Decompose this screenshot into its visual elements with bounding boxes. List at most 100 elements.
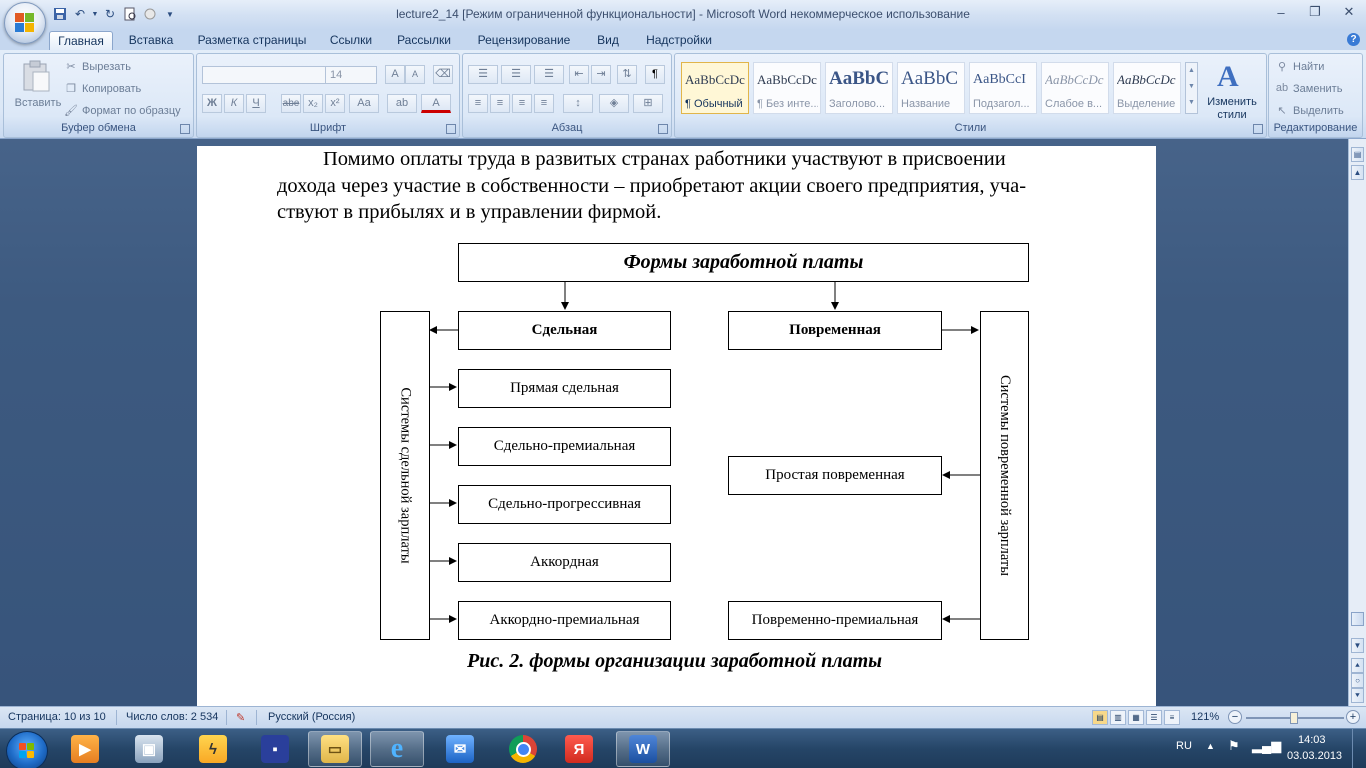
tab-view[interactable]: Вид <box>597 33 619 47</box>
paste-button[interactable]: Вставить <box>12 58 61 116</box>
undo-dropdown-icon[interactable]: ▼ <box>91 10 99 18</box>
minimize-icon[interactable]: – <box>1277 4 1285 20</box>
help-icon[interactable]: ? <box>1347 33 1360 46</box>
font-size-combo[interactable]: 14 <box>325 66 377 84</box>
multilevel-list-icon[interactable]: ☰ <box>534 65 564 84</box>
clipboard-launcher-icon[interactable] <box>180 124 190 134</box>
redo-icon[interactable]: ↻ <box>104 7 116 21</box>
print-layout-view-icon[interactable]: ▤ <box>1092 710 1108 725</box>
page-indicator[interactable]: Страница: 10 из 10 <box>8 711 106 723</box>
align-left-icon[interactable]: ≡ <box>468 94 488 113</box>
taskbar-mail[interactable]: ✉ <box>433 731 487 767</box>
action-center-icon[interactable]: ⚑ <box>1228 738 1240 753</box>
tab-page-layout[interactable]: Разметка страницы <box>197 33 307 47</box>
highlight-icon[interactable]: ab <box>387 94 417 113</box>
change-styles-button[interactable]: A Изменить стили <box>1203 58 1261 121</box>
scroll-down-arrow-icon[interactable]: ▼ <box>1351 638 1364 653</box>
document-page[interactable]: Помимо оплаты труда в развитых странах р… <box>197 146 1156 706</box>
change-case-button[interactable]: Aa <box>349 94 379 113</box>
more-styles-icon[interactable]: ▼ <box>1188 99 1195 106</box>
styles-scroll[interactable]: ▲ ▼ ▼ <box>1185 62 1198 114</box>
justify-icon[interactable]: ≡ <box>534 94 554 113</box>
vertical-scrollbar[interactable]: ▤ ▲ ▼ ⯅ ○ ⯆ <box>1348 139 1366 706</box>
tab-review[interactable]: Рецензирование <box>477 33 571 47</box>
taskbar-word[interactable]: W <box>616 731 670 767</box>
network-icon[interactable]: ▂▄▆ <box>1252 738 1282 753</box>
show-desktop-button[interactable] <box>1352 729 1366 768</box>
scroll-thumb[interactable] <box>1351 612 1364 626</box>
scroll-up-arrow-icon[interactable]: ▲ <box>1351 165 1364 180</box>
style-subtle-emphasis[interactable]: AaBbCcDc Слабое в... <box>1041 62 1109 114</box>
shrink-font-button[interactable]: A <box>405 65 425 84</box>
body-paragraph[interactable]: Помимо оплаты труда в развитых странах р… <box>277 146 1099 226</box>
style-subtitle[interactable]: AaBbCcI Подзагол... <box>969 62 1037 114</box>
print-preview-icon[interactable] <box>122 6 138 22</box>
start-button[interactable] <box>6 731 48 768</box>
ruler-toggle-icon[interactable]: ▤ <box>1351 147 1364 162</box>
scroll-up-icon[interactable]: ▲ <box>1188 67 1195 74</box>
clock-time[interactable]: 14:03 <box>1298 734 1326 746</box>
clear-format-icon[interactable]: ⌫ <box>433 65 453 84</box>
style-title[interactable]: AaBbC Название <box>897 62 965 114</box>
taskbar-tool[interactable]: ϟ <box>186 731 240 767</box>
taskbar-image-viewer[interactable]: ▣ <box>122 731 176 767</box>
tab-mailings[interactable]: Рассылки <box>397 33 451 47</box>
show-hidden-icons-icon[interactable]: ▲ <box>1206 741 1215 751</box>
style-normal[interactable]: AaBbCcDc ¶ Обычный <box>681 62 749 114</box>
zoom-slider-thumb[interactable] <box>1290 712 1298 724</box>
shading-icon[interactable]: ◈ <box>599 94 629 113</box>
increase-indent-icon[interactable]: ⇥ <box>591 65 611 84</box>
decrease-indent-icon[interactable]: ⇤ <box>569 65 589 84</box>
font-name-combo[interactable] <box>202 66 326 84</box>
numbering-icon[interactable]: ☰ <box>501 65 531 84</box>
show-marks-icon[interactable]: ¶ <box>645 65 665 84</box>
maximize-icon[interactable]: ❐ <box>1309 4 1321 19</box>
bold-button[interactable]: Ж <box>202 94 222 113</box>
proofing-icon[interactable]: ✎ <box>236 712 246 724</box>
find-button[interactable]: ⚲ Найти <box>1275 60 1324 74</box>
taskbar-yandex[interactable]: Я <box>552 731 606 767</box>
borders-icon[interactable]: ⊞ <box>633 94 663 113</box>
strikethrough-button[interactable]: abe <box>281 94 301 113</box>
next-page-icon[interactable]: ⯆ <box>1351 688 1364 703</box>
grow-font-button[interactable]: A <box>385 65 405 84</box>
web-layout-icon[interactable]: ▦ <box>1128 710 1144 725</box>
cut-button[interactable]: ✂ Вырезать <box>64 60 131 74</box>
previous-page-icon[interactable]: ⯅ <box>1351 658 1364 673</box>
customize-qat-icon[interactable]: ▼ <box>166 9 174 19</box>
taskbar-floppy[interactable]: ▪ <box>248 731 302 767</box>
draft-view-icon[interactable]: ≡ <box>1164 710 1180 725</box>
outline-view-icon[interactable]: ☰ <box>1146 710 1162 725</box>
style-emphasis[interactable]: AaBbCcDc Выделение <box>1113 62 1181 114</box>
language-tray[interactable]: RU <box>1176 740 1192 752</box>
italic-button[interactable]: К <box>224 94 244 113</box>
styles-launcher-icon[interactable] <box>1253 124 1263 134</box>
format-painter-button[interactable]: 🖌 Формат по образцу <box>64 104 181 118</box>
taskbar-media-player[interactable]: ▶ <box>58 731 112 767</box>
zoom-level[interactable]: 121% <box>1191 711 1220 723</box>
bullets-icon[interactable]: ☰ <box>468 65 498 84</box>
sort-icon[interactable]: ⇅ <box>617 65 637 84</box>
spelling-icon[interactable] <box>142 6 158 22</box>
style-no-spacing[interactable]: AaBbCcDc ¶ Без инте... <box>753 62 821 114</box>
subscript-button[interactable]: x₂ <box>303 94 323 113</box>
tab-insert[interactable]: Вставка <box>128 33 174 47</box>
word-count[interactable]: Число слов: 2 534 <box>126 711 219 723</box>
save-icon[interactable] <box>52 6 68 22</box>
tab-addins[interactable]: Надстройки <box>646 33 712 47</box>
taskbar-chrome[interactable] <box>496 731 550 767</box>
language-indicator[interactable]: Русский (Россия) <box>268 711 356 723</box>
clock-date[interactable]: 03.03.2013 <box>1287 750 1343 762</box>
copy-button[interactable]: ❐ Копировать <box>64 82 141 96</box>
style-heading1[interactable]: AaBbC Заголово... <box>825 62 893 114</box>
scroll-down-icon[interactable]: ▼ <box>1188 83 1195 90</box>
superscript-button[interactable]: x² <box>325 94 345 113</box>
align-right-icon[interactable]: ≡ <box>512 94 532 113</box>
paragraph-launcher-icon[interactable] <box>658 124 668 134</box>
replace-button[interactable]: ab Заменить <box>1275 82 1343 96</box>
taskbar-explorer[interactable]: ▭ <box>308 731 362 767</box>
font-launcher-icon[interactable] <box>446 124 456 134</box>
full-screen-reading-icon[interactable]: ▥ <box>1110 710 1126 725</box>
zoom-in-button[interactable]: + <box>1346 710 1360 724</box>
underline-button[interactable]: Ч <box>246 94 266 113</box>
